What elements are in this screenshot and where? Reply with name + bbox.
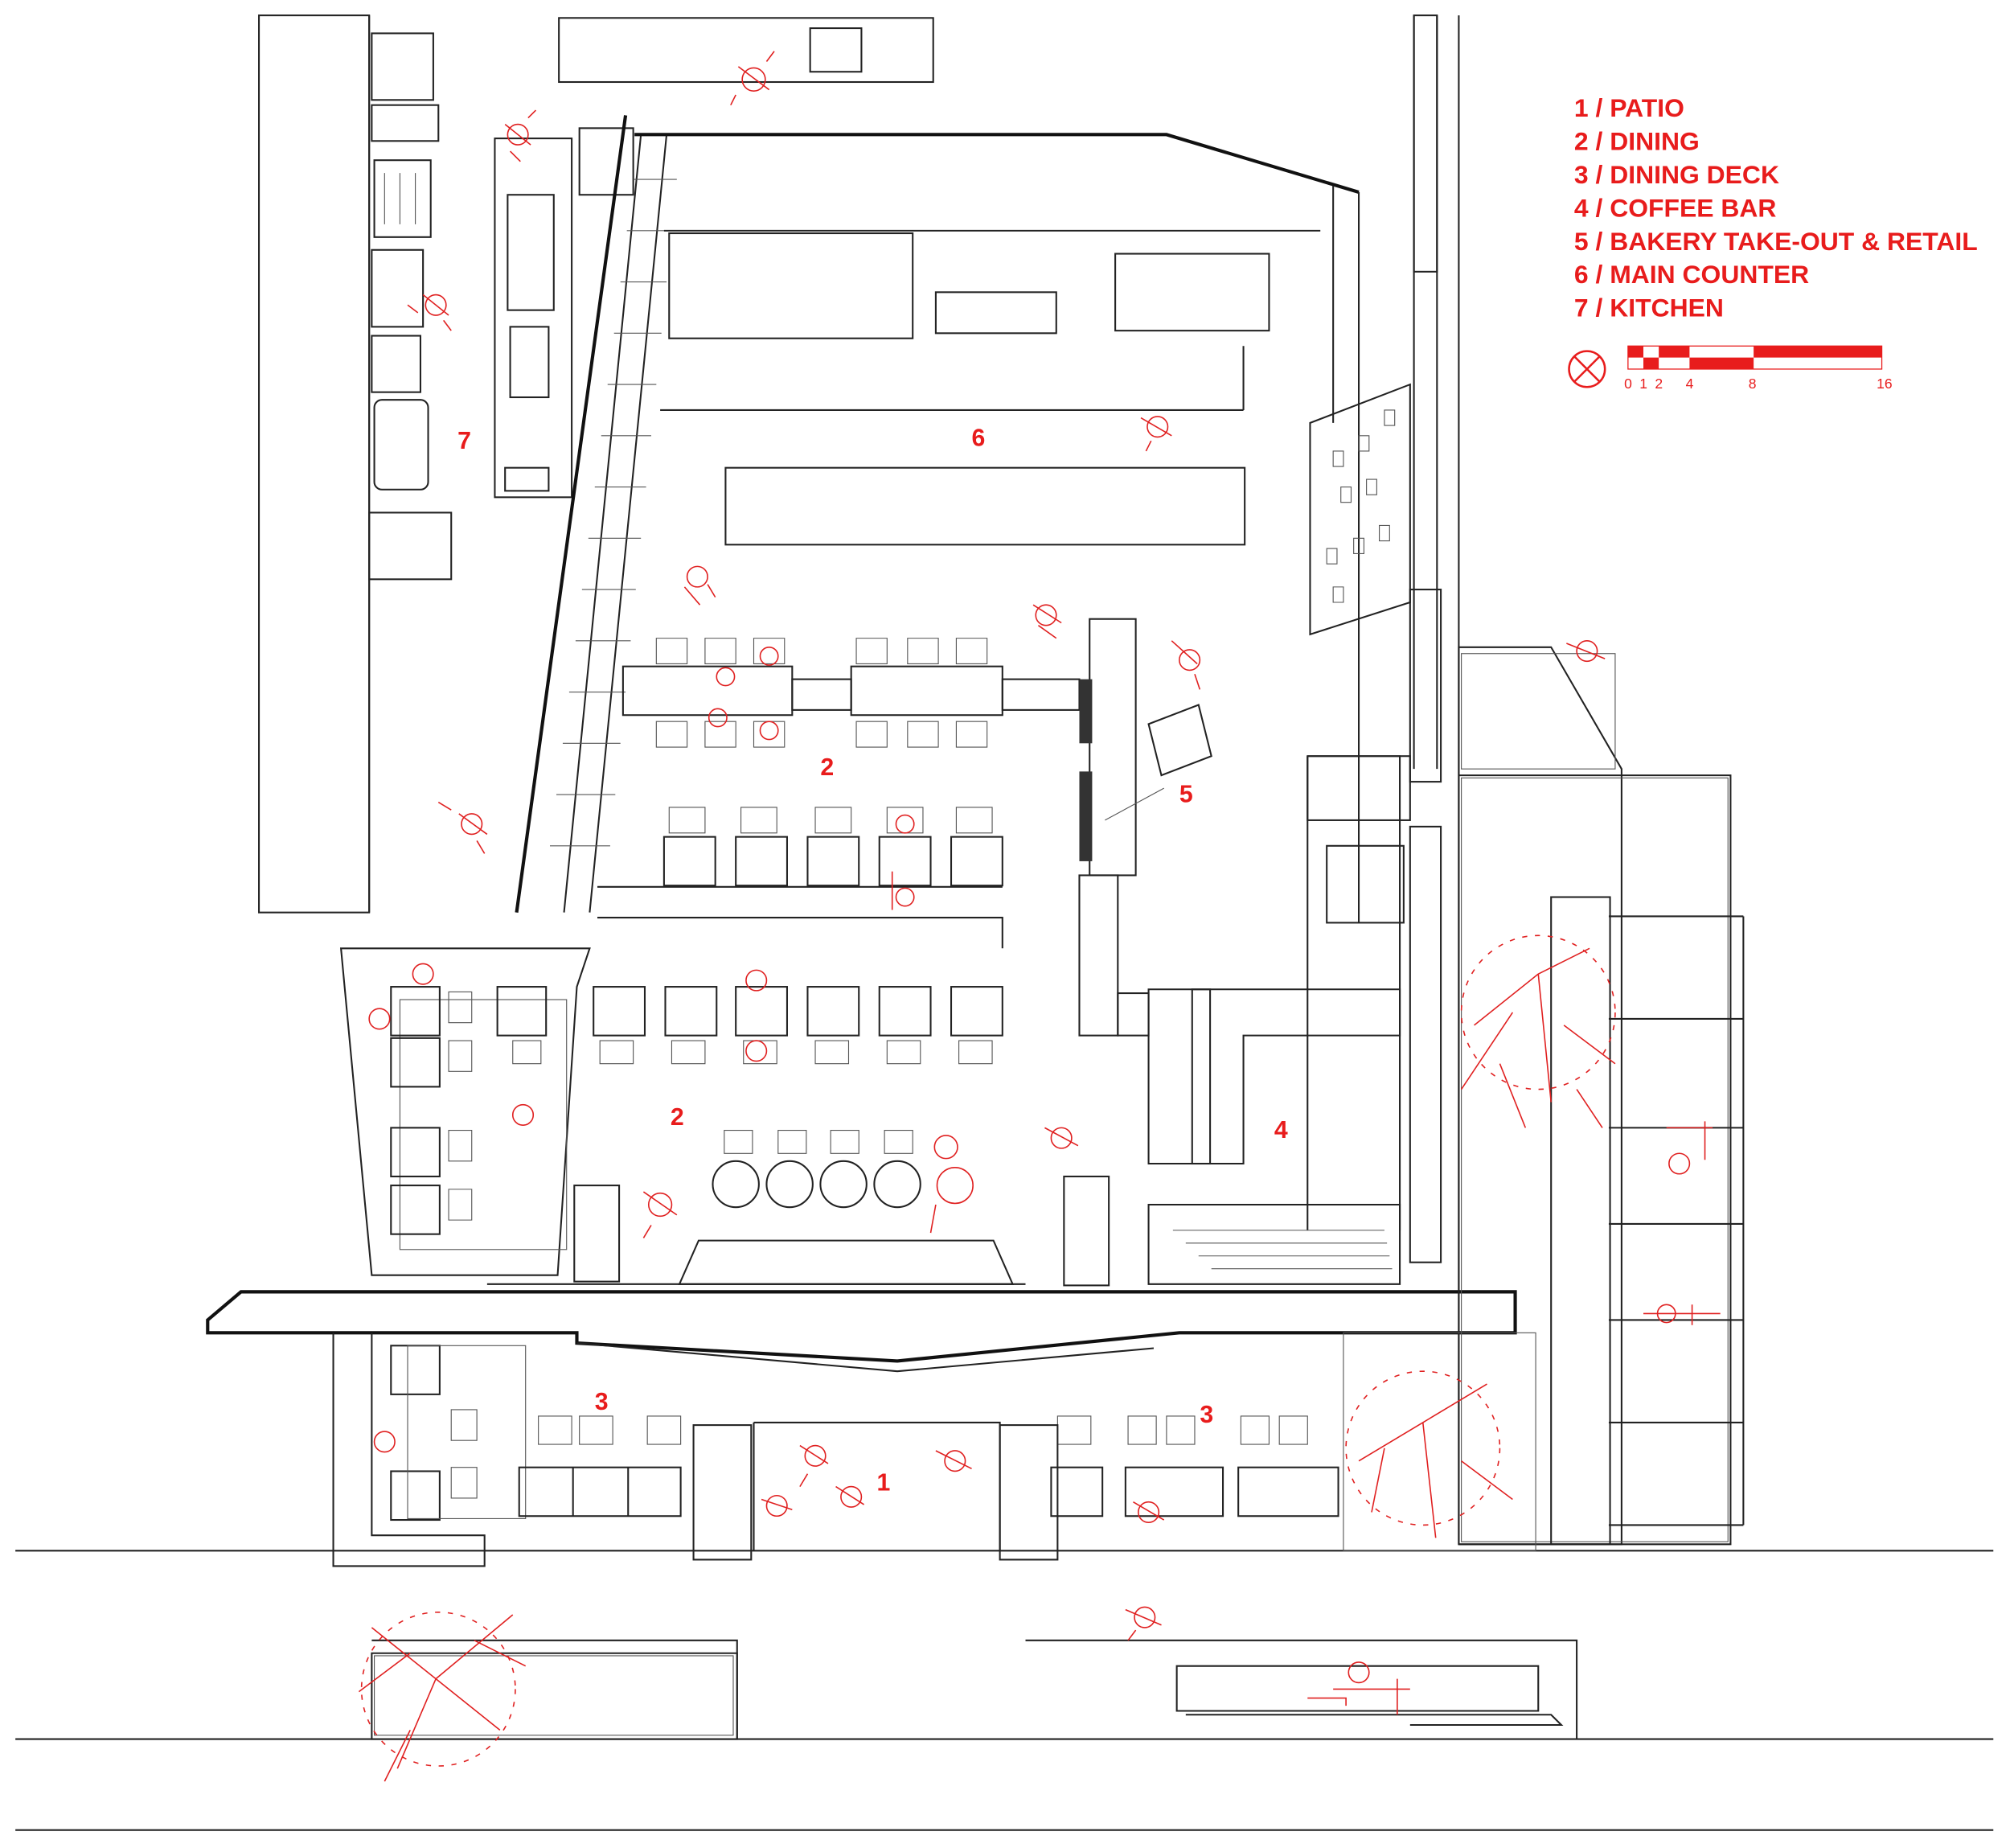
landscape-east	[1343, 646, 1745, 1551]
figure-patio-2	[835, 1485, 865, 1508]
figure-patio-1	[799, 1444, 829, 1488]
figure-street-1	[1125, 1606, 1162, 1641]
figure-east-2	[1666, 1121, 1713, 1175]
figure-dining-1	[683, 565, 716, 606]
scale-tick-1: 1	[1639, 376, 1647, 392]
scale-tick-4: 4	[1686, 376, 1694, 392]
room-label-deck-left: 3	[595, 1389, 609, 1415]
kitchen-area	[368, 15, 934, 913]
figure-kitchen-2	[407, 294, 452, 331]
room-label-dining-lower: 2	[671, 1104, 684, 1131]
figure-patio-3	[761, 1494, 793, 1517]
bakery-area	[1078, 618, 1212, 1037]
legend: 1 / PATIO 2 / DINING 3 / DINING DECK 4 /…	[1574, 93, 1978, 322]
figure-kitchen-4	[730, 51, 775, 106]
legend-item-dining: 2 / DINING	[1574, 126, 1700, 155]
scale-tick-0: 0	[1624, 376, 1632, 392]
figure-dining-2	[708, 646, 779, 741]
legend-item-dining-deck: 3 / DINING DECK	[1574, 160, 1779, 189]
north-arrow-icon	[1568, 350, 1606, 388]
tree-street	[358, 1611, 527, 1782]
room-label-main-counter: 6	[972, 425, 986, 452]
room-label-kitchen: 7	[457, 428, 471, 454]
legend-item-main-counter: 6 / MAIN COUNTER	[1574, 260, 1809, 289]
upper-dining-area	[597, 638, 1081, 949]
legend-item-kitchen: 7 / KITCHEN	[1574, 294, 1724, 322]
figure-patio-4	[935, 1450, 972, 1472]
coffee-bar-area	[1147, 755, 1442, 1285]
figure-dining-5	[1171, 640, 1201, 690]
bench-street	[1175, 1665, 1564, 1727]
tree-east-1	[1460, 934, 1616, 1128]
figure-lower-4	[929, 1135, 974, 1234]
figure-lower-3	[642, 1191, 678, 1238]
figure-kitchen-3	[437, 801, 488, 854]
lower-dining-area	[339, 947, 1110, 1287]
room-label-dining-upper: 2	[820, 754, 834, 781]
figure-dining-3	[891, 814, 915, 910]
room-label-bakery: 5	[1179, 782, 1193, 808]
figure-deck-1	[1133, 1501, 1165, 1524]
dining-deck-right	[1050, 1415, 1339, 1517]
figure-east-3	[1643, 1304, 1721, 1325]
figure-lower-1	[368, 963, 535, 1453]
patio-area	[692, 1421, 1059, 1561]
figure-lower-2	[745, 969, 768, 1062]
tree-east-2	[1345, 1370, 1513, 1538]
dining-deck-left	[332, 1333, 682, 1567]
room-labels: 7 6 2 5 2 4 3 3 1	[457, 425, 1288, 1497]
roof-edge	[206, 1290, 1517, 1373]
figure-counter-1	[1140, 416, 1172, 452]
room-label-coffee-bar: 4	[1274, 1117, 1288, 1144]
planter-street-left	[371, 1652, 738, 1740]
scale-tick-2: 2	[1655, 376, 1663, 392]
figure-kitchen-1	[504, 109, 537, 162]
room-label-deck-right: 3	[1200, 1402, 1213, 1428]
figure-dining-4	[1032, 604, 1062, 639]
scale-bar: 0 1 2 4 8 16	[1624, 345, 1893, 392]
scale-tick-16: 16	[1877, 376, 1892, 392]
site-base	[15, 14, 1994, 1831]
figure-lower-5	[1044, 1127, 1079, 1149]
room-label-patio: 1	[877, 1469, 891, 1496]
scale-tick-8: 8	[1749, 376, 1757, 392]
figure-street-2	[1307, 1661, 1410, 1715]
figure-east-1	[1566, 640, 1606, 663]
legend-item-coffee-bar: 4 / COFFEE BAR	[1574, 193, 1777, 222]
diagonal-window-wall	[515, 115, 677, 913]
main-counter-area	[634, 133, 1411, 923]
legend-item-patio: 1 / PATIO	[1574, 93, 1684, 122]
legend-item-bakery: 5 / BAKERY TAKE-OUT & RETAIL	[1574, 227, 1978, 256]
